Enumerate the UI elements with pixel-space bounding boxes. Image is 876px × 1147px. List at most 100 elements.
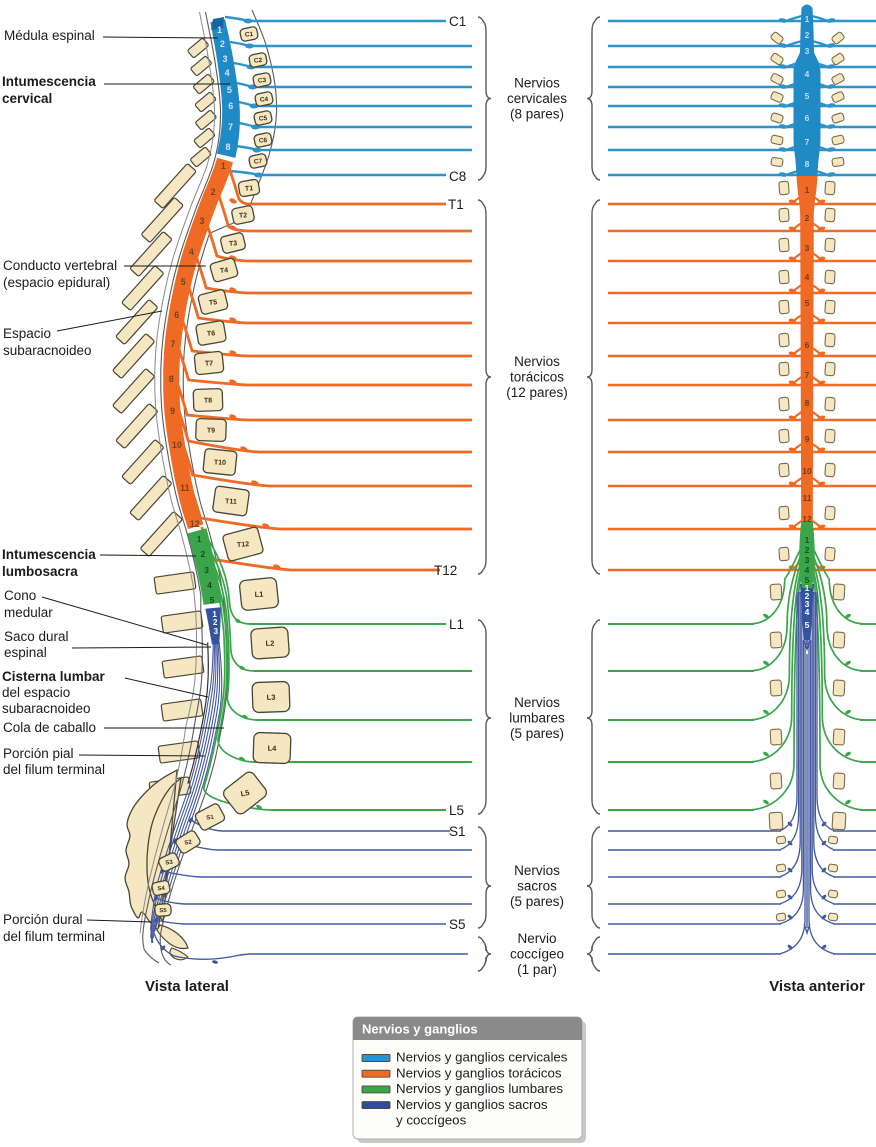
svg-text:6: 6: [805, 113, 810, 123]
svg-text:4: 4: [805, 69, 810, 79]
svg-text:S2: S2: [184, 839, 193, 846]
svg-text:S4: S4: [157, 886, 165, 892]
svg-text:5: 5: [805, 298, 810, 308]
svg-text:4: 4: [189, 247, 194, 257]
svg-text:medular: medular: [4, 605, 53, 620]
svg-text:Nervios y ganglios lumbares: Nervios y ganglios lumbares: [396, 1081, 563, 1096]
svg-text:1: 1: [805, 185, 810, 195]
svg-text:8: 8: [225, 142, 230, 152]
svg-text:3: 3: [223, 54, 228, 64]
svg-text:6: 6: [805, 340, 810, 350]
svg-text:1: 1: [805, 14, 810, 24]
svg-text:T4: T4: [220, 267, 229, 275]
svg-text:T2: T2: [239, 212, 248, 220]
svg-text:4: 4: [225, 68, 230, 78]
svg-text:3: 3: [805, 243, 810, 253]
svg-text:del espacio: del espacio: [2, 685, 70, 700]
svg-text:Nervios y ganglios cervicales: Nervios y ganglios cervicales: [396, 1050, 568, 1065]
svg-text:5: 5: [181, 277, 186, 287]
svg-text:6: 6: [228, 101, 233, 111]
svg-text:subaracnoideo: subaracnoideo: [2, 701, 91, 716]
svg-text:T8: T8: [204, 397, 212, 404]
svg-text:7: 7: [228, 122, 233, 132]
svg-text:L2: L2: [266, 639, 275, 648]
svg-text:T12: T12: [237, 541, 250, 549]
svg-text:Cono: Cono: [4, 588, 36, 603]
svg-text:5: 5: [805, 91, 810, 101]
svg-text:T12: T12: [434, 563, 457, 578]
svg-text:Conducto vertebral: Conducto vertebral: [3, 258, 117, 273]
svg-text:9: 9: [805, 434, 810, 444]
svg-text:C1: C1: [245, 31, 254, 39]
svg-text:Intumescencia: Intumescencia: [2, 74, 96, 89]
svg-text:3: 3: [805, 555, 810, 565]
svg-text:Nervios y ganglios: Nervios y ganglios: [362, 1022, 478, 1037]
svg-text:3: 3: [204, 565, 209, 575]
svg-text:(5 pares): (5 pares): [510, 726, 564, 741]
svg-text:coccígeo: coccígeo: [510, 947, 564, 962]
svg-text:L1: L1: [449, 617, 464, 632]
svg-text:del filum terminal: del filum terminal: [3, 929, 105, 944]
svg-text:Nervios: Nervios: [514, 863, 560, 878]
svg-text:1: 1: [805, 535, 810, 545]
svg-text:cervicales: cervicales: [507, 91, 567, 106]
svg-text:T11: T11: [225, 498, 237, 505]
svg-text:Nervios: Nervios: [514, 354, 560, 369]
svg-text:2: 2: [805, 213, 810, 223]
svg-text:subaracnoideo: subaracnoideo: [3, 343, 92, 358]
svg-text:4: 4: [805, 607, 810, 617]
svg-text:9: 9: [170, 406, 175, 416]
svg-text:T7: T7: [205, 360, 213, 367]
svg-text:Vista anterior: Vista anterior: [769, 978, 865, 995]
svg-text:T3: T3: [229, 240, 238, 248]
svg-text:5: 5: [805, 620, 810, 630]
svg-text:S5: S5: [159, 908, 167, 914]
svg-text:5: 5: [805, 575, 810, 585]
svg-text:cervical: cervical: [2, 91, 52, 106]
svg-text:(8 pares): (8 pares): [510, 107, 564, 122]
svg-text:2: 2: [201, 549, 206, 559]
svg-text:del filum terminal: del filum terminal: [3, 762, 105, 777]
svg-text:7: 7: [805, 370, 810, 380]
svg-text:(1 par): (1 par): [517, 962, 557, 977]
svg-text:L1: L1: [254, 590, 263, 599]
svg-text:2: 2: [805, 545, 810, 555]
svg-text:C7: C7: [254, 158, 263, 166]
svg-text:T1: T1: [245, 185, 254, 192]
svg-text:Intumescencia: Intumescencia: [2, 547, 96, 562]
svg-text:C8: C8: [449, 169, 466, 184]
svg-text:Nervios: Nervios: [514, 76, 560, 91]
svg-text:Vista lateral: Vista lateral: [145, 978, 229, 995]
svg-text:Porción dural: Porción dural: [3, 912, 83, 927]
svg-text:3: 3: [214, 627, 219, 636]
svg-text:Nervios y ganglios sacros: Nervios y ganglios sacros: [396, 1097, 548, 1112]
svg-text:1: 1: [212, 610, 217, 619]
svg-text:(espacio epidural): (espacio epidural): [3, 275, 110, 290]
svg-text:Médula espinal: Médula espinal: [4, 28, 95, 43]
svg-text:Espacio: Espacio: [3, 326, 51, 341]
svg-text:12: 12: [802, 514, 812, 524]
svg-text:12: 12: [190, 519, 200, 529]
svg-text:C1: C1: [449, 14, 466, 29]
svg-text:3: 3: [200, 216, 205, 226]
svg-text:7: 7: [170, 339, 175, 349]
svg-text:T6: T6: [207, 330, 216, 337]
svg-text:Porción pial: Porción pial: [3, 746, 74, 761]
svg-text:6: 6: [174, 310, 179, 320]
svg-text:1: 1: [221, 161, 226, 171]
svg-text:Nervios: Nervios: [514, 695, 560, 710]
svg-text:Nervios y ganglios torácicos: Nervios y ganglios torácicos: [396, 1065, 562, 1080]
svg-text:Nervio: Nervio: [517, 931, 556, 946]
svg-text:(12 pares): (12 pares): [506, 385, 568, 400]
svg-text:5: 5: [210, 595, 215, 605]
svg-text:1: 1: [805, 583, 810, 593]
svg-text:(5 pares): (5 pares): [510, 894, 564, 909]
svg-text:T5: T5: [209, 299, 218, 307]
svg-text:T9: T9: [207, 427, 215, 434]
svg-text:C2: C2: [254, 57, 263, 65]
svg-text:S5: S5: [449, 917, 466, 932]
svg-text:1: 1: [197, 534, 202, 544]
svg-text:T10: T10: [214, 459, 226, 466]
svg-text:C6: C6: [259, 137, 268, 145]
svg-text:2: 2: [211, 187, 216, 197]
